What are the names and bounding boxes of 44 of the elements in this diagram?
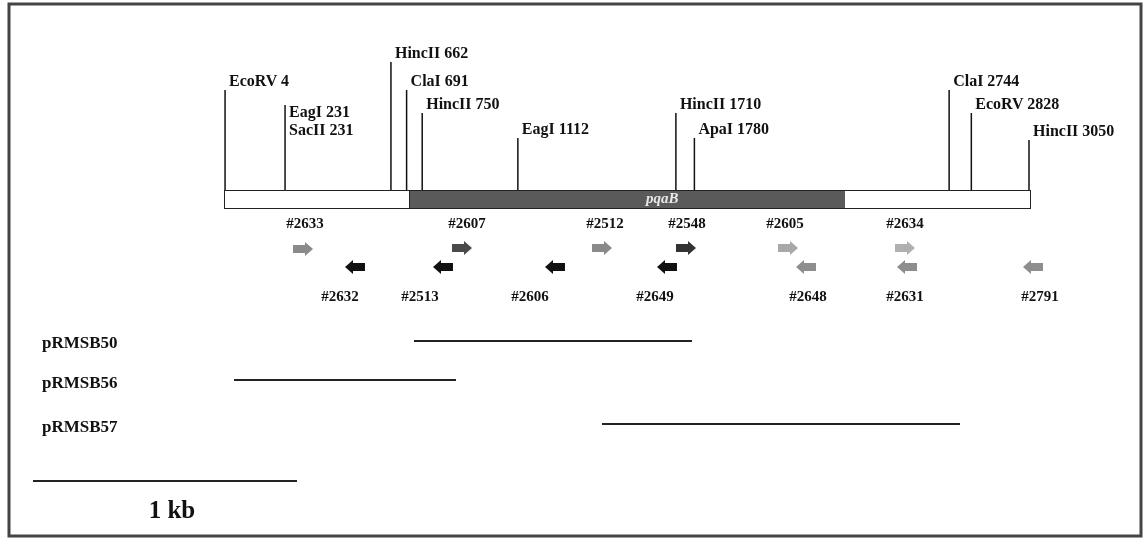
restriction-site-label: EagI 231: [289, 103, 351, 121]
flanking-region-bar: [845, 190, 1031, 209]
primer-label: #2607: [448, 214, 486, 232]
restriction-site-label: HincII 662: [390, 44, 469, 62]
restriction-site-label: ClaI 691: [406, 72, 469, 90]
gene-bar: [410, 190, 845, 209]
restriction-site-label: ApaI 1780: [694, 120, 770, 138]
restriction-site-label: ClaI 2744: [949, 72, 1020, 90]
leader-line: [405, 89, 408, 191]
primer-label: #2605: [766, 214, 804, 232]
leader-line: [1028, 139, 1030, 191]
restriction-site-label: HincII 3050: [1029, 122, 1115, 140]
primer-label: #2606: [511, 287, 549, 305]
clone-name: pRMSB50: [42, 334, 118, 352]
leader-line: [948, 89, 950, 191]
primer-label: #2649: [636, 287, 674, 305]
primer-label: #2791: [1021, 287, 1059, 305]
primer-label: #2648: [789, 287, 827, 305]
leader-line: [675, 112, 677, 191]
leader-line: [390, 61, 392, 191]
primer-label: #2633: [286, 214, 324, 232]
clone-name: pRMSB56: [42, 374, 118, 392]
primer-label: #2632: [321, 287, 359, 305]
primer-label: #2512: [586, 214, 624, 232]
primer-label: #2631: [886, 287, 924, 305]
flanking-region-bar: [224, 190, 410, 209]
restriction-site-label: HincII 750: [422, 95, 500, 113]
restriction-site-label: EagI 1112: [517, 120, 589, 138]
restriction-site-label: HincII 1710: [675, 95, 762, 113]
leader-line: [970, 112, 973, 191]
gene-name: pqaB: [646, 190, 679, 207]
primer-label: #2634: [886, 214, 924, 232]
restriction-site-label: SacII 231: [289, 121, 354, 139]
leader-line: [224, 89, 226, 191]
clone-name: pRMSB57: [42, 418, 118, 436]
leader-line: [693, 137, 696, 191]
restriction-site-label: EcoRV 4: [225, 72, 290, 90]
restriction-site-label: EcoRV 2828: [971, 95, 1060, 113]
scale-bar-label: 1 kb: [148, 496, 196, 524]
leader-line: [284, 104, 286, 191]
leader-line: [421, 112, 423, 191]
primer-label: #2548: [668, 214, 706, 232]
primer-label: #2513: [401, 287, 439, 305]
leader-line: [517, 137, 519, 191]
